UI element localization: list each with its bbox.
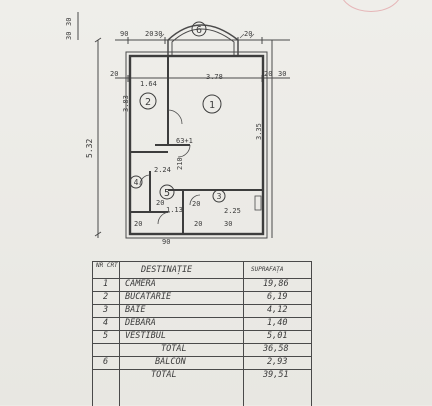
dim-383: 3.83 <box>122 95 130 112</box>
table-row: 5 VESTIBUL 5,01 <box>103 331 288 341</box>
dim-20-bot2: 20 <box>194 220 202 228</box>
dim-30-bot: 30 <box>224 220 232 228</box>
dim-30-top: 30 <box>65 18 73 26</box>
table-grand-total-row: TOTAL 39,51 <box>93 370 311 382</box>
table-header: NR CRT DESTINAȚIE SUPRAFAȚA <box>93 262 311 278</box>
grand-total-label: TOTAL <box>151 370 177 380</box>
dim-90-bot: 90 <box>162 238 170 246</box>
room-6-label: 6 <box>196 25 202 36</box>
dim-30-side: 30 <box>65 32 73 40</box>
room-5-label: 5 <box>164 188 170 199</box>
header-suprafata: SUPRAFAȚA <box>251 266 284 273</box>
grand-total-value: 39,51 <box>263 370 289 380</box>
room-1-label: 1 <box>209 100 215 111</box>
table-row: 4 DEBARA 1,40 <box>103 318 288 328</box>
dim-20-top3: 20 <box>244 30 252 38</box>
table-row-balcon: 6 BALCON 2,93 <box>103 357 288 367</box>
room-3-label: 3 <box>217 192 222 201</box>
dim-30-top2: 30 <box>154 30 162 38</box>
dim-210: 210 <box>176 157 184 170</box>
dim-224: 2.24 <box>154 166 171 174</box>
dim-164: 1.64 <box>140 80 157 88</box>
table-row: 2 BUCATARIE 6,19 <box>103 292 288 302</box>
total-label: TOTAL <box>161 344 187 354</box>
dim-532: 5.32 <box>85 139 94 158</box>
room-2-label: 2 <box>145 97 151 108</box>
room-4-label: 4 <box>134 178 139 187</box>
dim-20-top1: 20 <box>145 30 153 38</box>
dim-90: 90 <box>120 30 128 38</box>
dim-113: 1.13 <box>166 206 183 214</box>
table-row: 3 BAIE 4,12 <box>103 305 288 315</box>
dim-30-right: 30 <box>278 70 286 78</box>
dim-20-left: 20 <box>110 70 118 78</box>
floor-plan-drawing: 30 30 90 20 20 30 20 1.64 3.78 20 30 3.8… <box>65 12 290 246</box>
dim-20-right: 20 <box>264 70 272 78</box>
dim-20-bot: 20 <box>134 220 142 228</box>
dim-20-mid: 20 <box>156 199 164 207</box>
total-value: 36,58 <box>263 344 289 354</box>
dim-20-mid2: 20 <box>192 200 200 208</box>
header-destinatie: DESTINAȚIE <box>141 265 193 275</box>
table-row: 1 CAMERA 19,86 <box>103 279 289 289</box>
dim-225: 2.25 <box>224 207 241 215</box>
dim-378: 3.78 <box>206 73 223 81</box>
header-nr: NR CRT <box>96 262 118 269</box>
table-total-row: TOTAL 36,58 <box>93 344 311 356</box>
dim-335: 3.35 <box>255 123 263 140</box>
area-table: NR CRT DESTINAȚIE SUPRAFAȚA 1 CAMERA 19,… <box>92 261 312 406</box>
dim-634: 63+1 <box>176 137 193 145</box>
